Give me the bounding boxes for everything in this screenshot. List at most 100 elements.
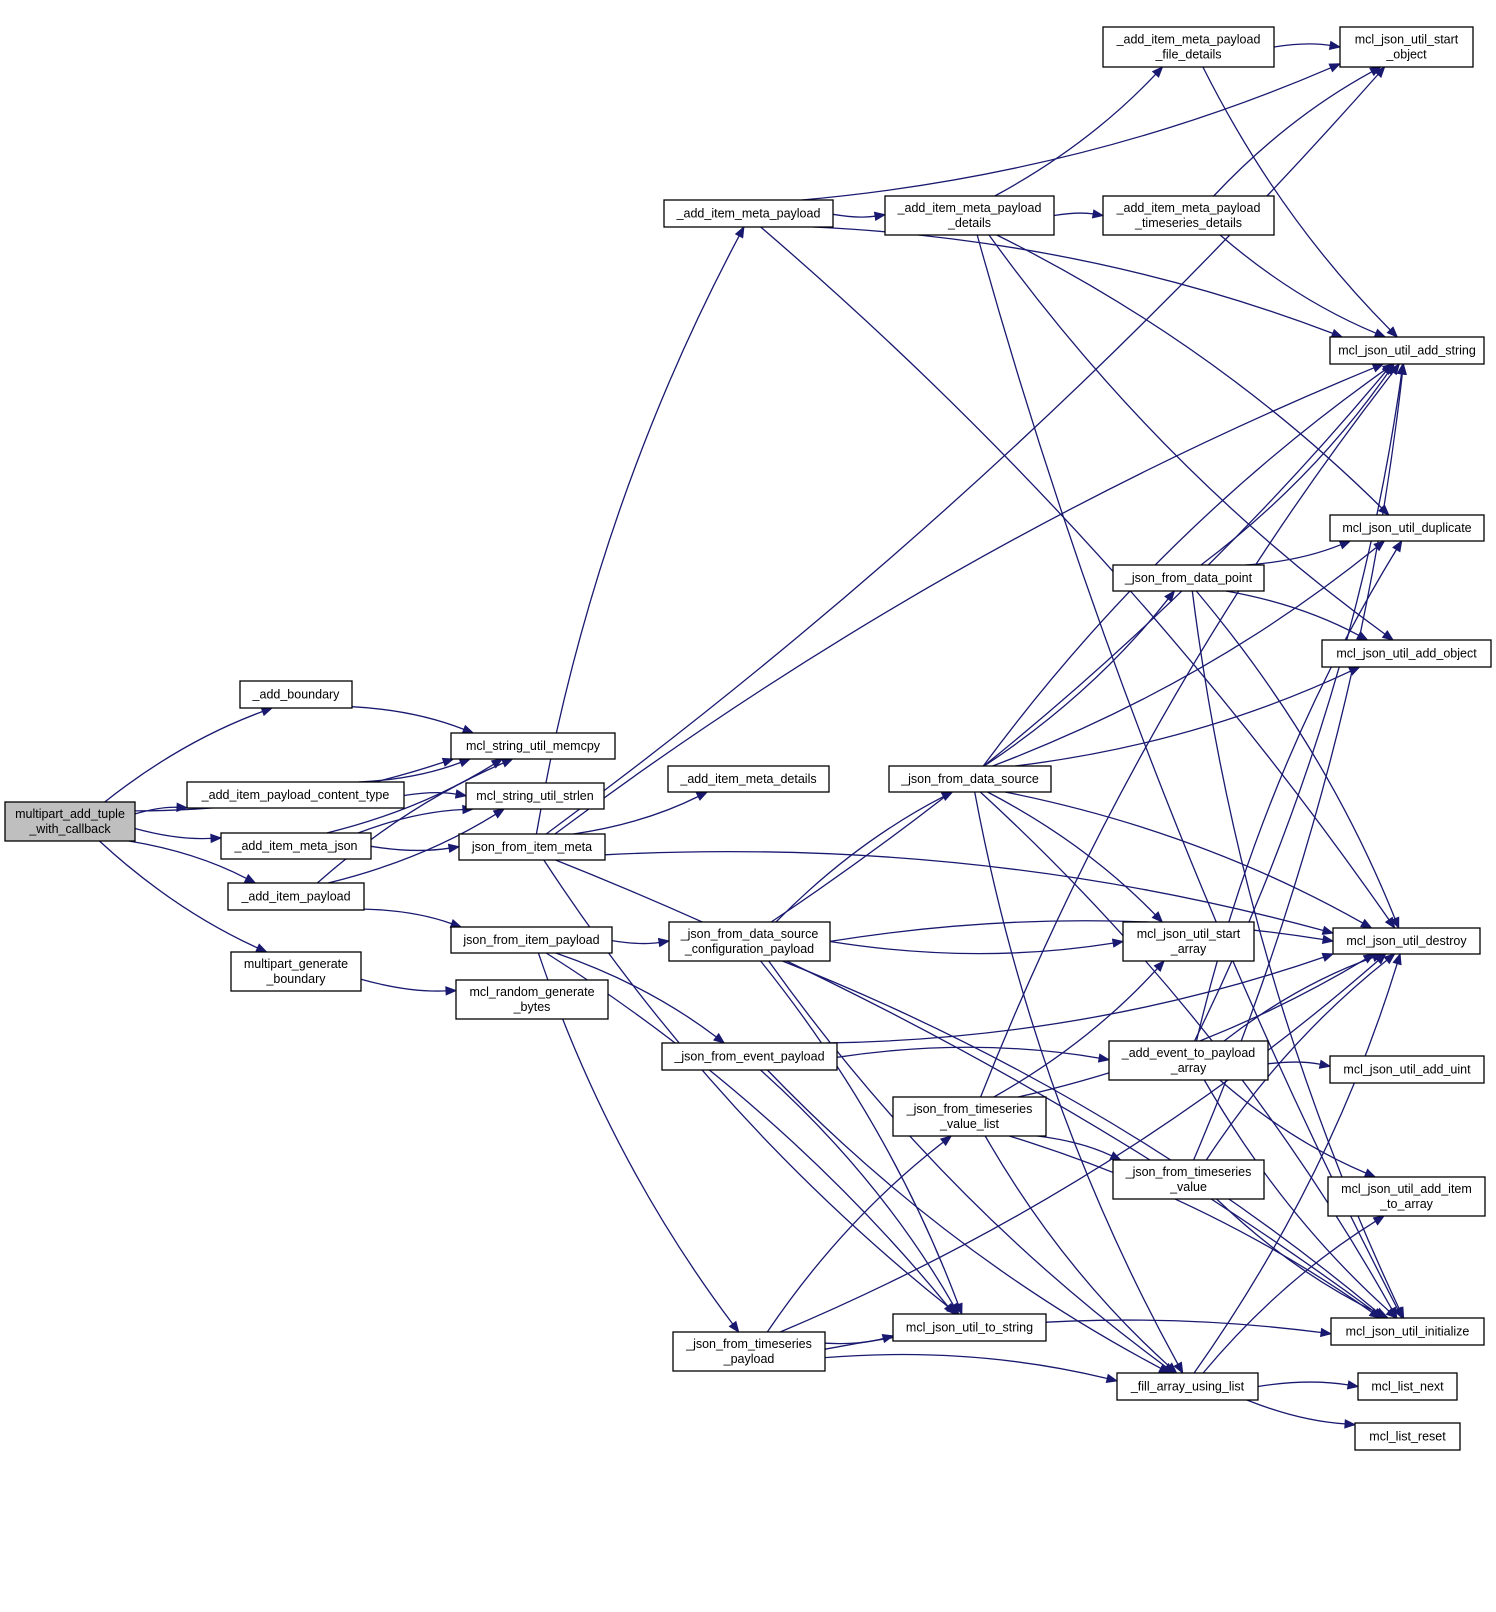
function-node-meta-json[interactable]: _add_item_meta_json bbox=[220, 832, 372, 860]
function-node-event-payload[interactable]: _json_from_event_payload bbox=[661, 1042, 838, 1071]
node-box bbox=[884, 195, 1055, 236]
call-edge-fill-array-to-destroy bbox=[1193, 952, 1402, 1374]
edge-line bbox=[1202, 66, 1391, 331]
edge-line bbox=[836, 1046, 1100, 1059]
function-node-data-point[interactable]: _json_from_data_point bbox=[1112, 564, 1265, 592]
function-node-duplicate[interactable]: mcl_json_util_duplicate bbox=[1329, 514, 1485, 542]
node-label: _configuration_payload bbox=[684, 942, 814, 956]
edge-arrowhead bbox=[445, 986, 458, 996]
function-node-meta-payload-details[interactable]: _add_item_meta_payload_details bbox=[884, 195, 1055, 236]
function-node-to-string[interactable]: mcl_json_util_to_string bbox=[892, 1313, 1047, 1342]
call-edge-json-from-data-source-to-data-point bbox=[983, 589, 1176, 767]
function-node-payload-content-type[interactable]: _add_item_payload_content_type bbox=[186, 781, 405, 809]
edge-line bbox=[316, 762, 504, 884]
function-node-json-from-item-payload[interactable]: json_from_item_payload bbox=[450, 926, 613, 954]
edge-arrowhead bbox=[657, 937, 671, 948]
node-box bbox=[1329, 1055, 1485, 1084]
call-edge-json-from-item-meta-to-start-object bbox=[545, 65, 1386, 835]
function-node-ds-config-payload[interactable]: _json_from_data_source_configuration_pay… bbox=[668, 921, 831, 962]
edge-arrowhead bbox=[492, 808, 506, 819]
edge-arrowhead bbox=[949, 1302, 960, 1316]
call-edge-ts-payload-to-ts-value-list bbox=[766, 1135, 953, 1333]
node-label: _add_item_meta_payload bbox=[1116, 201, 1261, 215]
function-node-add-uint[interactable]: mcl_json_util_add_uint bbox=[1329, 1055, 1485, 1084]
node-label: mcl_json_util_add_string bbox=[1338, 344, 1476, 358]
function-node-list-reset[interactable]: mcl_list_reset bbox=[1354, 1422, 1461, 1451]
edge-line bbox=[826, 956, 1324, 1044]
edge-arrowhead bbox=[1105, 1373, 1119, 1383]
edge-arrowhead bbox=[1368, 1308, 1382, 1319]
edge-arrowhead bbox=[1173, 1361, 1184, 1375]
function-node-add-item-payload[interactable]: _add_item_payload bbox=[227, 882, 365, 911]
function-node-timeseries-details[interactable]: _add_item_meta_payload_timeseries_detail… bbox=[1102, 195, 1275, 236]
function-node-add-boundary[interactable]: _add_boundary bbox=[239, 680, 353, 709]
edge-arrowhead bbox=[939, 1135, 953, 1147]
edge-line bbox=[824, 1353, 1108, 1380]
function-node-add-object[interactable]: mcl_json_util_add_object bbox=[1321, 639, 1492, 668]
function-node-initialize[interactable]: mcl_json_util_initialize bbox=[1330, 1317, 1485, 1346]
function-node-ts-value[interactable]: _json_from_timeseries_value bbox=[1112, 1159, 1265, 1200]
call-edge-add-boundary-to-memcpy bbox=[351, 706, 475, 734]
node-label: _json_from_data_point bbox=[1124, 571, 1253, 585]
node-box bbox=[1329, 514, 1485, 542]
function-node-meta-details[interactable]: _add_item_meta_details bbox=[667, 765, 830, 793]
node-box bbox=[888, 765, 1052, 793]
edge-arrowhead bbox=[1330, 328, 1344, 338]
node-label: _json_from_data_source bbox=[900, 772, 1039, 786]
function-node-memcpy[interactable]: mcl_string_util_memcpy bbox=[450, 732, 616, 760]
edge-arrowhead bbox=[441, 757, 455, 767]
edge-arrowhead bbox=[1397, 362, 1407, 375]
edge-arrowhead bbox=[1328, 63, 1342, 73]
function-node-meta-payload[interactable]: _add_item_meta_payload bbox=[663, 199, 834, 228]
edge-line bbox=[1200, 371, 1389, 566]
function-node-json-from-item-meta[interactable]: json_from_item_meta bbox=[458, 833, 606, 861]
node-box bbox=[1332, 927, 1481, 955]
function-node-root[interactable]: multipart_add_tuple_with_callback bbox=[4, 801, 136, 842]
node-label: _payload bbox=[723, 1352, 775, 1366]
node-label: _bytes bbox=[513, 1000, 551, 1014]
function-node-add-item-to-array[interactable]: mcl_json_util_add_item_to_array bbox=[1327, 1176, 1486, 1217]
call-edge-ts-value-list-to-fill-array bbox=[984, 1135, 1178, 1374]
function-node-event-to-array[interactable]: _add_event_to_payload_array bbox=[1108, 1040, 1269, 1081]
function-node-start-array[interactable]: mcl_json_util_start_array bbox=[1122, 921, 1255, 962]
function-node-list-next[interactable]: mcl_list_next bbox=[1357, 1372, 1458, 1401]
function-node-fill-array[interactable]: _fill_array_using_list bbox=[1116, 1372, 1259, 1401]
node-box bbox=[458, 833, 606, 861]
edge-line bbox=[1273, 43, 1331, 48]
edge-arrowhead bbox=[501, 758, 514, 768]
call-edge-payload-content-type-to-memcpy bbox=[358, 758, 472, 783]
function-node-destroy[interactable]: mcl_json_util_destroy bbox=[1332, 927, 1481, 955]
edge-arrowhead bbox=[1372, 1215, 1386, 1226]
function-node-ts-value-list[interactable]: _json_from_timeseries_value_list bbox=[892, 1096, 1047, 1137]
node-box bbox=[672, 1331, 826, 1372]
call-edges bbox=[98, 40, 1407, 1429]
edge-arrowhead bbox=[1109, 1151, 1122, 1161]
call-edge-json-from-item-payload-to-event-payload bbox=[555, 952, 726, 1044]
node-box bbox=[1357, 1372, 1458, 1401]
function-node-file-details[interactable]: _add_item_meta_payload_file_details bbox=[1102, 26, 1275, 68]
function-node-json-from-data-source[interactable]: _json_from_data_source bbox=[888, 765, 1052, 793]
edge-line bbox=[1195, 590, 1396, 919]
node-label: _json_from_timeseries bbox=[1125, 1165, 1252, 1179]
edge-line bbox=[128, 840, 247, 879]
node-label: _add_item_meta_payload bbox=[897, 201, 1042, 215]
function-node-strlen[interactable]: mcl_string_util_strlen bbox=[465, 782, 605, 810]
call-edge-json-from-item-payload-to-ds-config-payload bbox=[611, 937, 671, 948]
function-node-generate-boundary[interactable]: multipart_generate_boundary bbox=[230, 951, 362, 992]
edge-line bbox=[104, 710, 263, 803]
function-node-start-object[interactable]: mcl_json_util_start_object bbox=[1339, 26, 1474, 68]
node-label: mcl_json_util_start bbox=[1355, 33, 1459, 47]
edge-line bbox=[1257, 1381, 1349, 1388]
node-box bbox=[667, 765, 830, 793]
edge-line bbox=[760, 1069, 955, 1306]
edge-line bbox=[1195, 549, 1398, 1042]
edge-line bbox=[1193, 963, 1398, 1374]
node-label: _json_from_timeseries bbox=[685, 1337, 812, 1351]
edge-arrowhead bbox=[1389, 362, 1401, 376]
function-node-ts-payload[interactable]: _json_from_timeseries_payload bbox=[672, 1331, 826, 1372]
node-label: multipart_generate bbox=[244, 957, 348, 971]
edge-line bbox=[1246, 1399, 1346, 1425]
function-node-add-string[interactable]: mcl_json_util_add_string bbox=[1329, 336, 1485, 365]
function-node-random-bytes[interactable]: mcl_random_generate_bytes bbox=[455, 979, 609, 1020]
